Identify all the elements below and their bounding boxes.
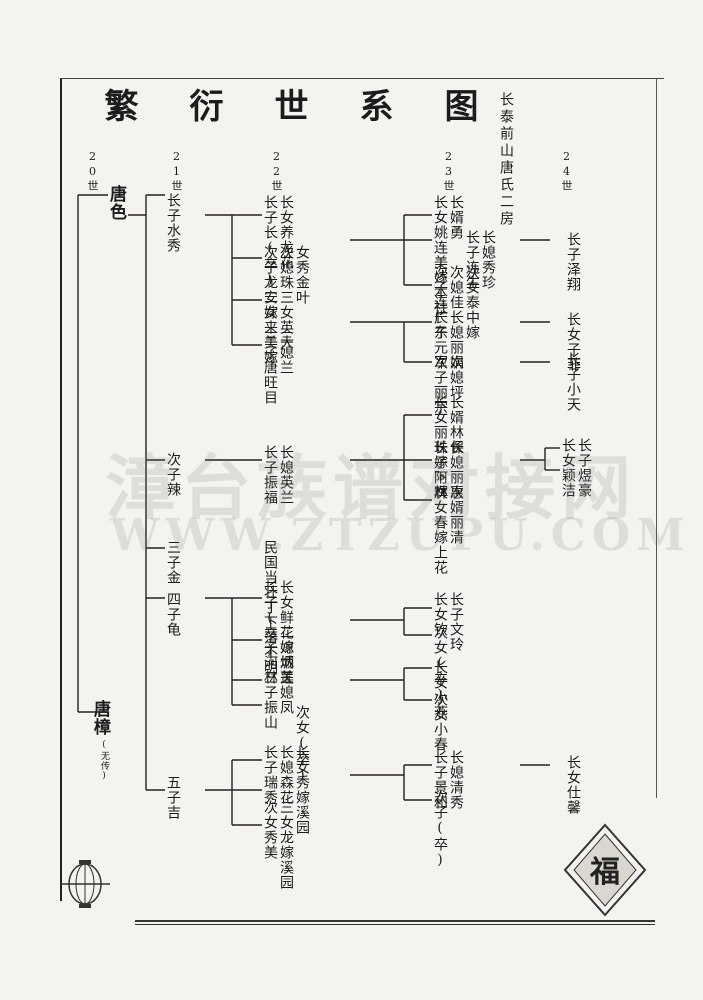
seal-char: 福 <box>589 855 620 890</box>
gen23-a-3: 长子连生 <box>464 230 480 290</box>
person-tangzhang: 唐樟 <box>90 700 110 736</box>
gen23-c-1: 长女丽珠嫁下林 <box>432 395 448 500</box>
gen22-shuixiu-9: 三媳兰 <box>278 330 294 375</box>
gen23-c-5: 次女春嫁上花 <box>432 485 448 575</box>
gen22-shuixiu-3: 次子龙安嫁 <box>262 245 278 320</box>
gen23-b-4: 次媳坪 <box>448 355 464 400</box>
gen23-b-1: 长子元军 <box>432 310 448 370</box>
gen23-f-3: 次子(卒) <box>432 790 448 869</box>
gen23-f-1: 长子景和 <box>432 750 448 810</box>
gen22-shuixiu-1: 长子长(卒) <box>262 195 278 289</box>
gen22-shuixiu-4: 次媳珠 <box>278 245 294 290</box>
gen24-d-1: 长女颖洁 <box>560 438 576 498</box>
page-frame-right <box>656 78 657 798</box>
gen23-a-4: 长媳秀珍 <box>480 230 496 290</box>
gen23-a-1: 长女姚连美嫁本社 <box>432 195 448 315</box>
title-char-4: 系 <box>353 88 393 122</box>
gen23-d-2: 长子文玲 <box>448 592 464 652</box>
gen22-ji-1: 长子瑞秀 <box>262 745 278 805</box>
gen21-la: 次子辣 <box>165 452 181 497</box>
gen-label-20: 20世 <box>86 150 99 193</box>
subtitle: 长泰前山唐氏二房 <box>498 92 514 228</box>
gen22-gui-4: 二媳炳莲 <box>278 625 294 685</box>
gen21-ji: 五子吉 <box>165 775 181 820</box>
gen24-e: 长女仕馨 <box>565 755 581 815</box>
gen22-ji-3: 长女秀嫁溪园 <box>294 745 310 835</box>
gen22-ji-4: 次女秀美 <box>262 800 278 860</box>
gen23-a-6: 次媳佳 <box>448 265 464 310</box>
gen23-b-2: 长媳丽娟 <box>448 310 464 370</box>
gen23-e-2: 次女小春 <box>432 692 448 752</box>
gen23-e-1: 长女小燕 <box>432 660 448 720</box>
lantern-icon <box>60 860 110 908</box>
gen23-c-6: 次婿丽清 <box>448 485 464 545</box>
gen23-c-2: 长婿林保 <box>448 395 464 455</box>
gen23-a-2: 长婿勇 <box>448 195 464 240</box>
title-char-5: 图 <box>438 88 478 122</box>
gen24-d-2: 长子煜豪 <box>576 438 592 498</box>
gen23-a-5: 次子连广东 <box>432 265 448 340</box>
gen23-d-3: 次女(卒) <box>432 625 448 704</box>
gen-label-24: 24世 <box>560 150 573 193</box>
gen22-la-1: 长子振福 <box>262 445 278 505</box>
title-char-3: 世 <box>268 88 308 122</box>
gen-label-23: 23世 <box>442 150 455 193</box>
title-char-1: 繁 <box>98 88 138 122</box>
gen22-gui-6: 三媳凤 <box>278 670 294 715</box>
gen23-c-3: 长子阿辉 <box>432 440 448 500</box>
person-tangzhang-note: (无传) <box>99 740 109 782</box>
gen22-ji-2: 长媳森花 <box>278 745 294 805</box>
gen22-ji-5: 三女龙嫁溪园 <box>278 800 294 890</box>
gen24-b: 长女子菲 <box>565 312 581 372</box>
gen22-gui-3: 二子河林 <box>262 625 278 685</box>
gen22-gui-2: 长女鲜花嫁城关 <box>278 580 294 685</box>
gen23-b-3: 次子丽宗 <box>432 355 448 415</box>
gen-label-21: 21世 <box>170 150 183 193</box>
gen21-gui: 四子龟 <box>165 592 181 637</box>
fu-seal-icon: 福 <box>563 823 647 917</box>
gen22-shuixiu-7: 三女英大 <box>278 290 294 350</box>
page-frame <box>60 78 664 901</box>
gen24-c: 长子小天 <box>565 352 581 412</box>
watermark-en: WWW.ZTZUPU.COM <box>110 510 691 561</box>
gen22-shuixiu-8: 三子唐旺目 <box>262 330 278 405</box>
gen22-gui-5: 三子振山 <box>262 670 278 730</box>
gen-label-22: 22世 <box>270 150 283 193</box>
gen23-d-1: 长女钦 <box>432 592 448 637</box>
gen22-gui-1: 长子(卒) <box>262 580 278 659</box>
gen24-a: 长子泽翔 <box>565 232 581 292</box>
title-char-2: 衍 <box>183 88 223 122</box>
gen23-c-4: 长媳丽惠 <box>448 440 464 500</box>
gen22-shuixiu-2: 长女养龙花 <box>278 195 294 270</box>
gen22-shuixiu-6: 二女来美嫁 <box>262 290 278 365</box>
gen22-gui-7: 次女(卒) <box>294 705 310 784</box>
gen21-jin: 三子金 <box>165 540 181 585</box>
gen21-shuixiu: 长子水秀 <box>165 193 181 253</box>
person-tangse: 唐色 <box>106 185 126 221</box>
bottom-rule-thin <box>135 924 655 925</box>
gen22-shuixiu-5: 女秀金叶 <box>294 245 310 305</box>
bottom-rule <box>135 920 655 922</box>
gen22-la-2: 长媳英兰 <box>278 445 294 505</box>
gen23-f-2: 长媳清秀 <box>448 750 464 810</box>
gen23-a-7: 次女泰中嫁 <box>464 265 480 340</box>
watermark-cn: 漳台族谱对接网 <box>105 446 637 529</box>
